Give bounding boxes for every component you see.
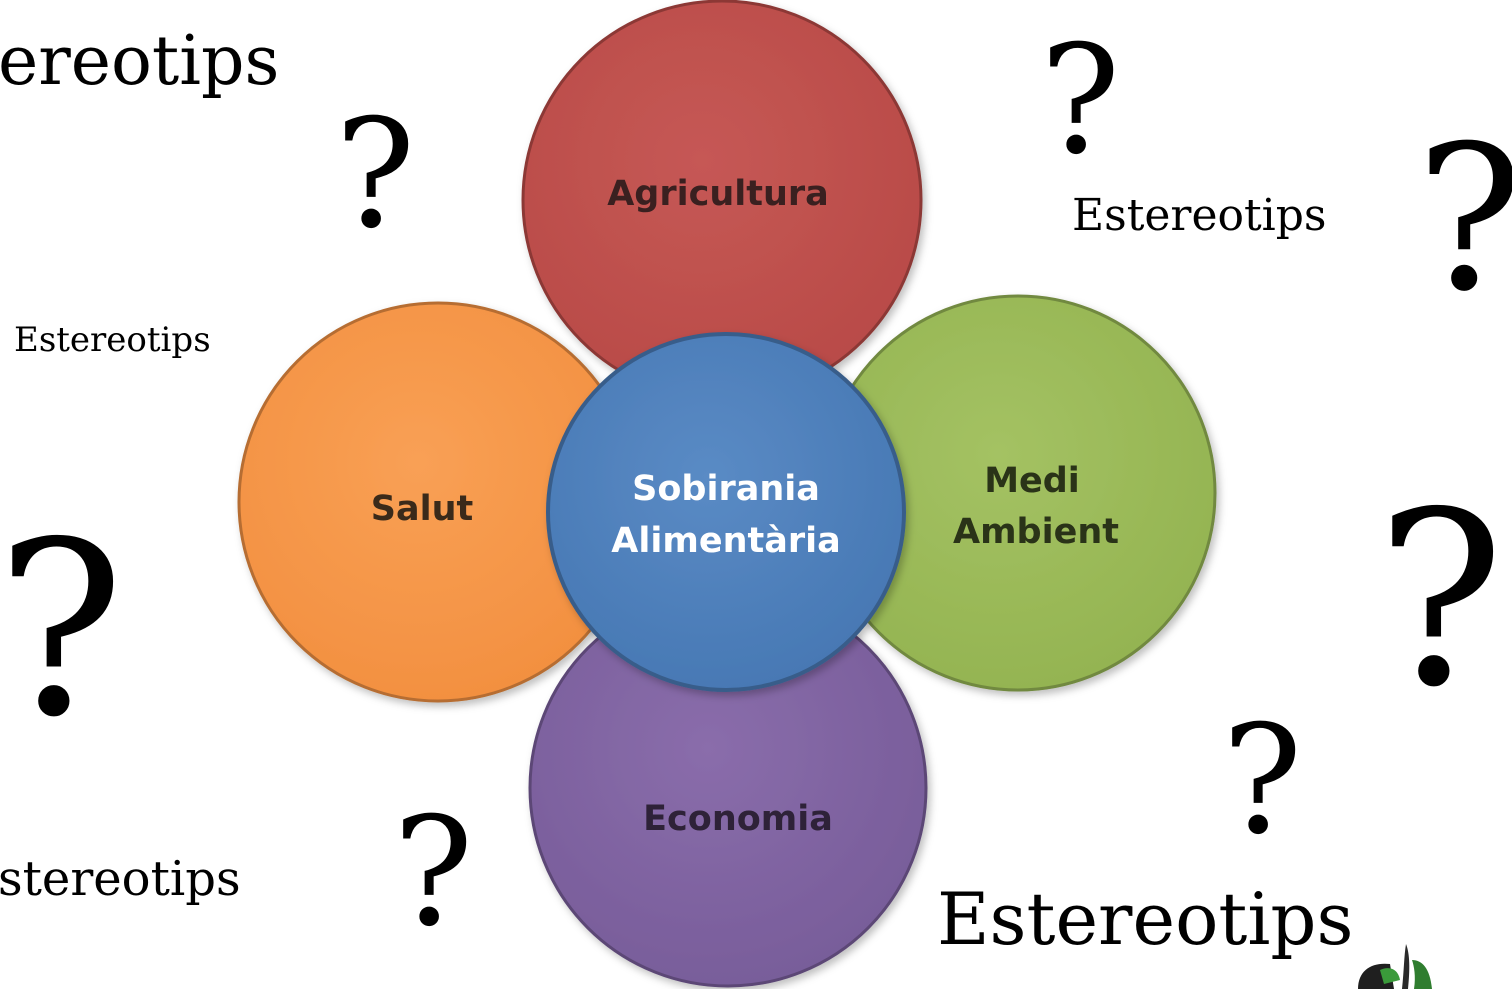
petal-economia: Economia — [528, 588, 928, 988]
center-sobirania-alimentaria: Sobirania Alimentària — [546, 332, 906, 692]
petal-agricultura-label: Agricultura — [607, 174, 829, 214]
petal-agricultura: Agricultura — [521, 0, 923, 401]
question-mark-1: ? — [335, 88, 416, 262]
petal-economia-label: Economia — [643, 799, 833, 839]
center-label-line2: Alimentària — [611, 521, 840, 561]
estereotips-text-top-right: Estereotips — [1072, 190, 1327, 241]
question-mark-2: ? — [1040, 14, 1121, 188]
question-mark-7: ? — [393, 786, 474, 960]
estereotips-text-bottom-right: Estereotips — [937, 877, 1354, 961]
estereotips-text-top-left: ereotips — [0, 22, 280, 101]
petal-salut-label: Salut — [371, 489, 473, 529]
petal-medi-ambient-label-line2: Ambient — [953, 512, 1119, 552]
estereotips-text-bottom-left: stereotips — [0, 851, 241, 907]
question-mark-3: ? — [1416, 120, 1512, 320]
organization-logo — [1358, 944, 1432, 989]
center-label-line1: Sobirania — [632, 469, 820, 509]
petal-salut: Salut — [237, 301, 639, 703]
question-mark-5: ? — [1376, 460, 1505, 740]
estereotips-text-left: Estereotips — [14, 320, 211, 360]
question-mark-4: ? — [0, 490, 125, 770]
petal-medi-ambient-label-line1: Medi — [984, 461, 1080, 501]
question-mark-6: ? — [1222, 694, 1303, 868]
